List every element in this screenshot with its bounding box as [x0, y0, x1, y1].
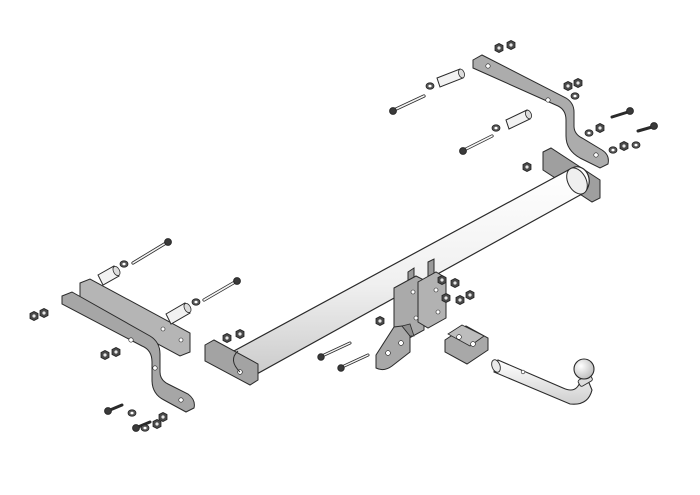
nut — [39, 308, 49, 318]
spacer-tubes — [97, 68, 532, 325]
spacer-tube — [505, 109, 532, 130]
nut — [573, 78, 583, 88]
washers — [119, 82, 641, 432]
left-side-bracket-outer — [61, 291, 195, 413]
nut — [619, 141, 629, 151]
tow-ball-neck — [491, 358, 595, 405]
washer — [425, 82, 435, 90]
nut — [152, 419, 162, 429]
bolt — [131, 238, 172, 265]
nut — [111, 347, 121, 357]
nut — [29, 311, 39, 321]
cross-beam — [204, 147, 601, 386]
nut — [455, 295, 465, 305]
right-side-bracket — [472, 54, 609, 169]
spacer-tube — [97, 265, 121, 286]
washer — [119, 260, 129, 268]
bolt — [317, 341, 352, 361]
washer — [191, 298, 201, 306]
center-mounting-plate — [375, 323, 415, 371]
nut — [494, 43, 504, 53]
nut — [595, 123, 605, 133]
bolt — [389, 94, 426, 115]
washer — [570, 92, 580, 100]
nut — [158, 412, 168, 422]
tow-ball — [573, 358, 595, 380]
socket-plate — [444, 324, 489, 365]
nut — [100, 350, 110, 360]
washer — [631, 141, 641, 149]
nut — [563, 81, 573, 91]
nut — [441, 293, 451, 303]
washer — [584, 129, 594, 137]
bolt — [104, 403, 124, 415]
nut — [522, 162, 532, 172]
spacer-tube — [165, 302, 192, 325]
nut — [506, 40, 516, 50]
washer — [608, 146, 618, 154]
nut — [235, 329, 245, 339]
nut — [450, 278, 460, 288]
bolt — [610, 107, 634, 119]
bolt — [636, 122, 658, 133]
washer — [491, 124, 501, 132]
bolt — [459, 134, 494, 155]
bolts — [104, 94, 658, 432]
washer — [140, 424, 150, 432]
bolt — [202, 277, 241, 302]
bolt — [337, 353, 370, 372]
nut — [375, 316, 385, 326]
nut — [465, 290, 475, 300]
nut — [222, 333, 232, 343]
spacer-tube — [436, 68, 465, 88]
washer — [127, 409, 137, 417]
nuts — [29, 40, 629, 429]
nut — [437, 275, 447, 285]
